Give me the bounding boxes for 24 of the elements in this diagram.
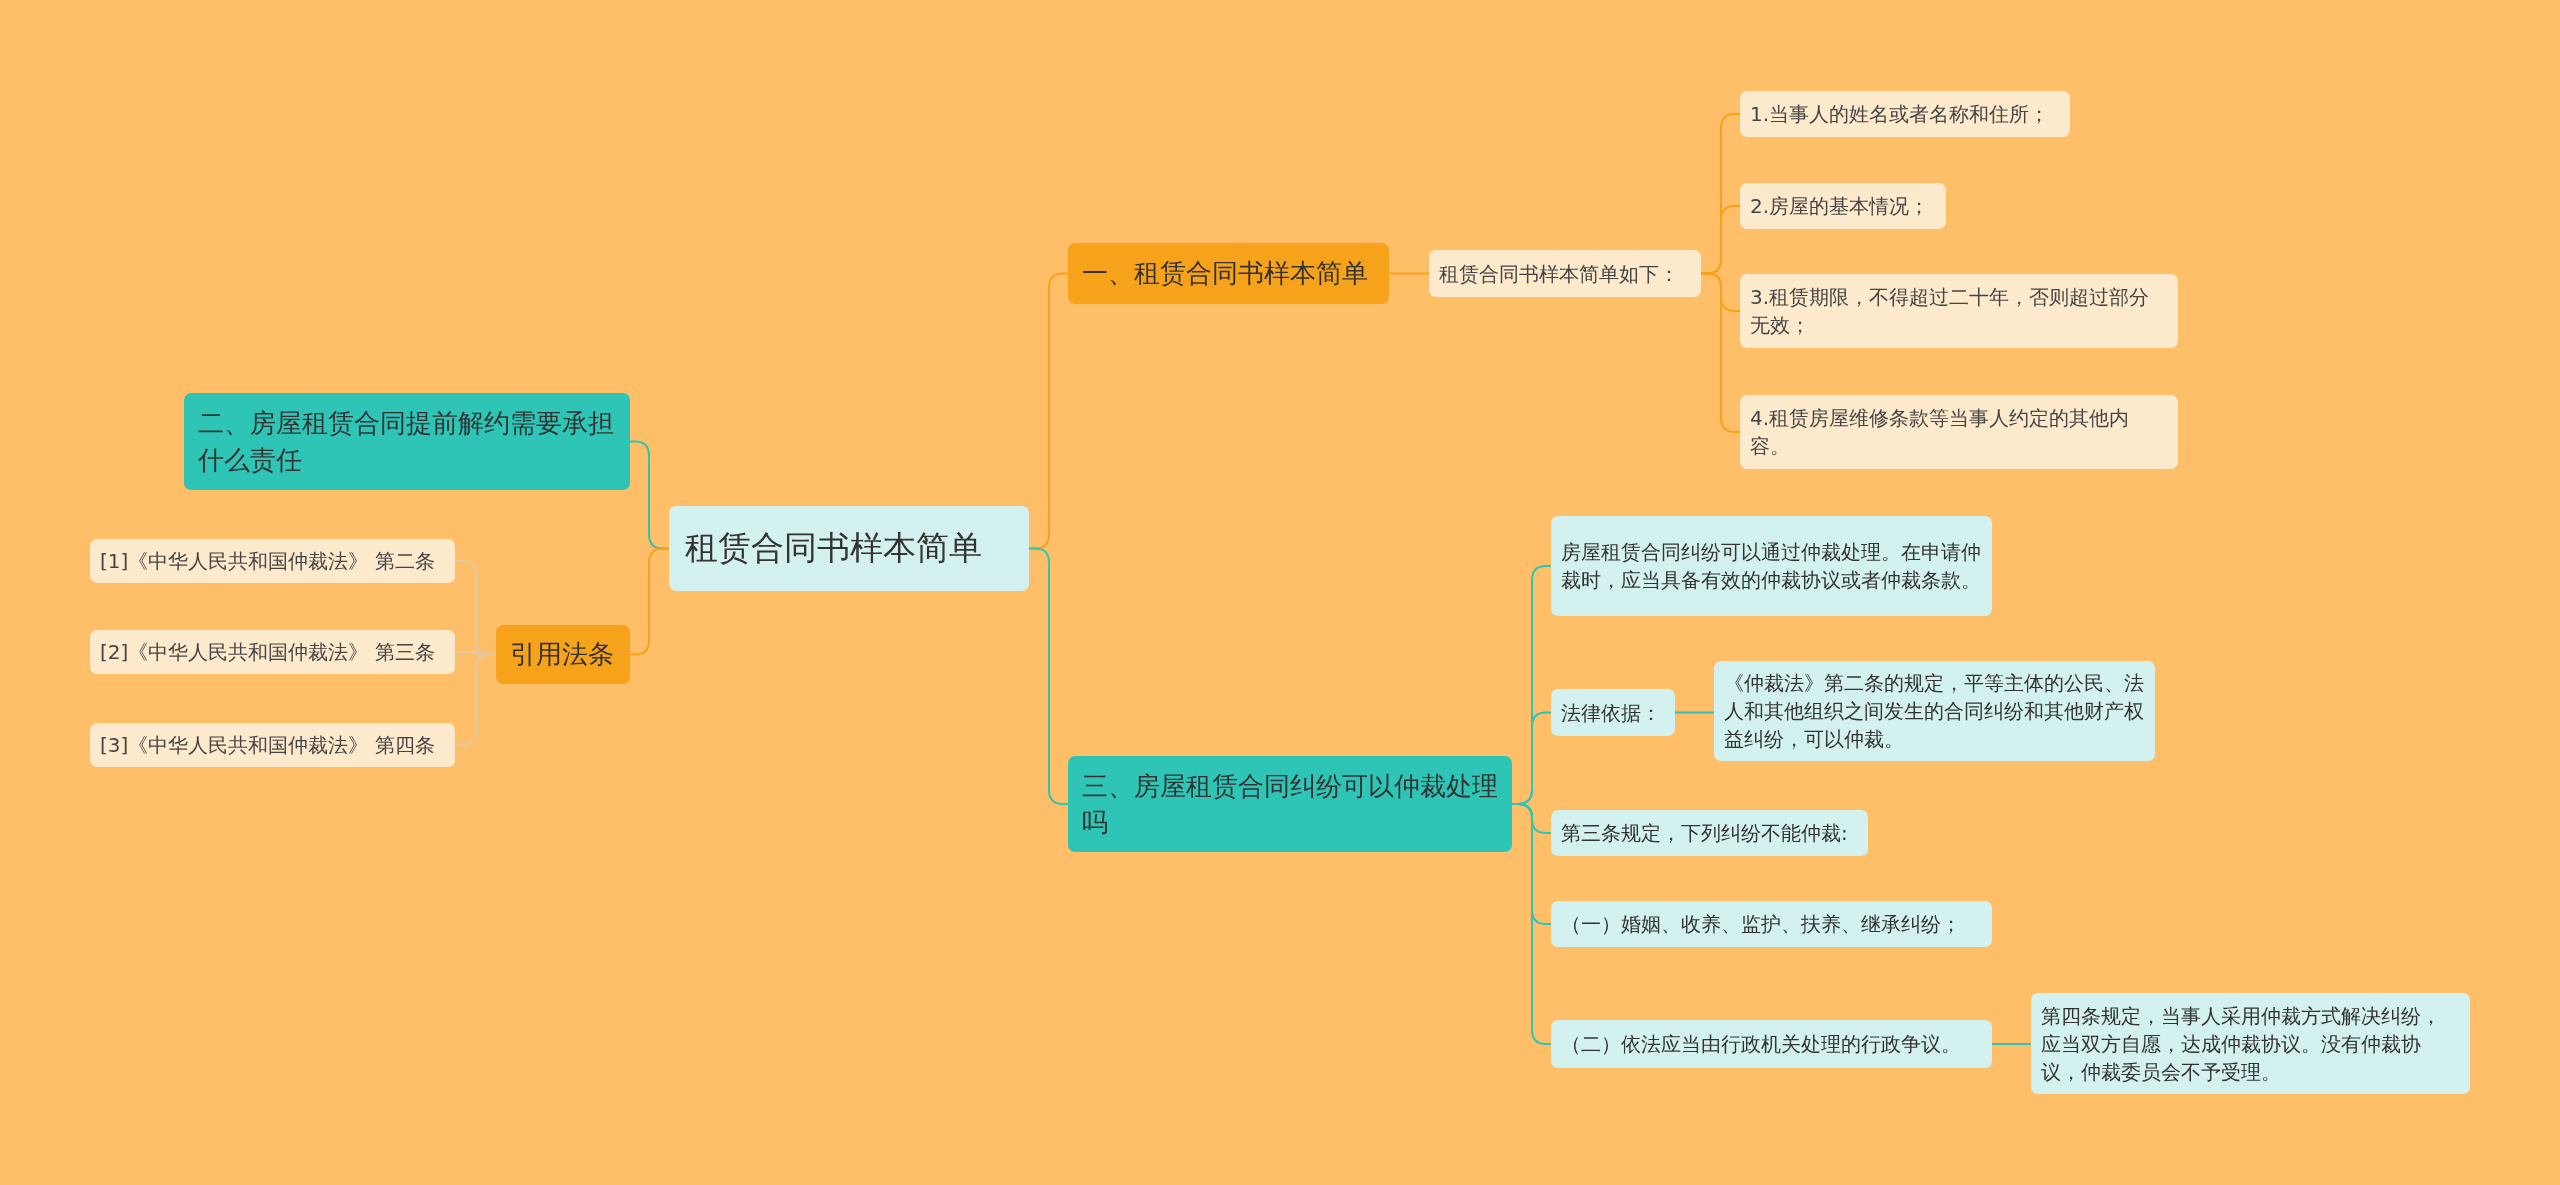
leaf-box: （二）依法应当由行政机关处理的行政争议。 [1551, 1020, 1992, 1068]
leaf-box: 1.当事人的姓名或者名称和住所； [1740, 91, 2070, 137]
leaf-box: 4.租赁房屋维修条款等当事人约定的其他内容。 [1740, 395, 2178, 469]
topic-box: 一、租赁合同书样本简单 [1068, 243, 1389, 304]
leaf-box: 3.租赁期限，不得超过二十年，否则超过部分无效； [1740, 274, 2178, 348]
leaf-box: （一）婚姻、收养、监护、扶养、继承纠纷； [1551, 901, 1992, 947]
leaf-box: 第三条规定，下列纠纷不能仲裁: [1551, 810, 1868, 856]
topic-box: 三、房屋租赁合同纠纷可以仲裁处理吗 [1068, 756, 1512, 852]
topic-box: 引用法条 [496, 625, 630, 684]
connector-line [1388, 272, 1430, 275]
connector-line [1991, 1043, 2032, 1045]
connector-line [454, 653, 497, 746]
subtopic-box: 租赁合同书样本简单如下： [1429, 250, 1701, 297]
leaf-box: 2.房屋的基本情况； [1740, 183, 1946, 229]
leaf-box: 法律依据： [1551, 689, 1675, 736]
root-box: 租赁合同书样本简单 [669, 506, 1029, 591]
leaf-box: 第四条规定，当事人采用仲裁方式解决纠纷，应当双方自愿，达成仲裁协议。没有仲裁协议，仲裁委员会不予受理。 [2031, 993, 2470, 1094]
leaf-box: [2]《中华人民共和国仲裁法》 第三条 [90, 630, 455, 674]
leaf-box: 《仲裁法》第二条的规定，平等主体的公民、法人和其他组织之间发生的合同纠纷和其他财产权益纠纷，可以仲裁。 [1714, 661, 2155, 761]
leaf-box: 房屋租赁合同纠纷可以通过仲裁处理。在申请仲裁时，应当具备有效的仲裁协议或者仲裁条款。 [1551, 516, 1992, 616]
leaf-box: [3]《中华人民共和国仲裁法》 第四条 [90, 723, 455, 767]
leaf-box: [1]《中华人民共和国仲裁法》 第二条 [90, 539, 455, 583]
connector-line [1674, 711, 1715, 714]
topic-box: 二、房屋租赁合同提前解约需要承担什么责任 [184, 393, 630, 490]
